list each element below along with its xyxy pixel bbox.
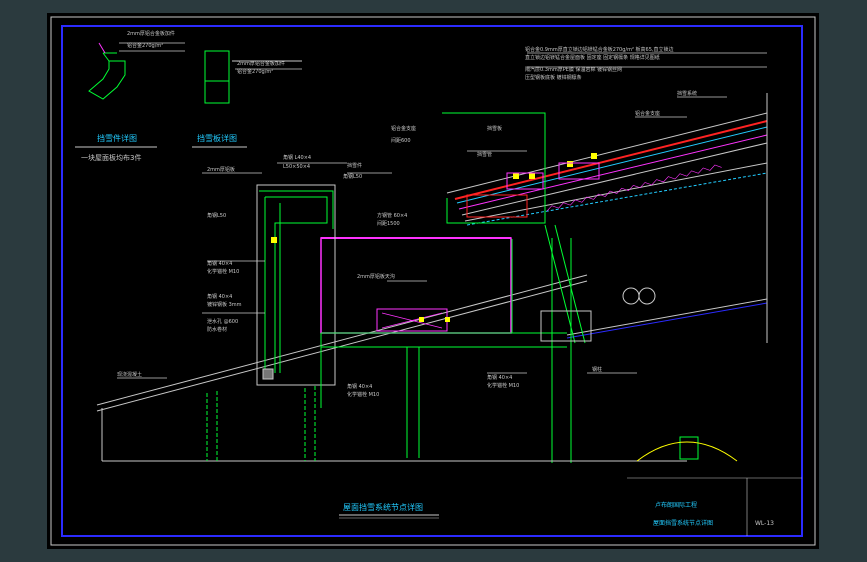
svg-text:角钢 40×4: 角钢 40×4 bbox=[207, 293, 232, 300]
snow-plate-detail bbox=[204, 50, 302, 104]
svg-text:角钢 40×4: 角钢 40×4 bbox=[347, 383, 372, 390]
parapet bbox=[256, 184, 567, 458]
snow-bracket-detail bbox=[88, 42, 126, 100]
svg-text:2mm厚铝合金板加件: 2mm厚铝合金板加件 bbox=[237, 60, 285, 67]
svg-text:现浇混凝土: 现浇混凝土 bbox=[117, 371, 142, 378]
svg-text:化学锚栓 M10: 化学锚栓 M10 bbox=[487, 382, 519, 389]
svg-text:化学锚栓 M10: 化学锚栓 M10 bbox=[207, 268, 239, 275]
sheet-ref: WL-13 bbox=[755, 520, 774, 527]
svg-text:角钢 40×4: 角钢 40×4 bbox=[207, 260, 232, 267]
clip-outlines bbox=[466, 162, 600, 218]
detail-note: 一块屋面板均布3件 bbox=[81, 153, 141, 162]
drawing-sheet: 2mm厚铝合金板加件 铝合金270g/m² 2mm厚铝合金板加件 铝合金270g… bbox=[47, 13, 819, 549]
annotation-leaders bbox=[117, 52, 767, 379]
svg-text:角钢L50: 角钢L50 bbox=[343, 173, 362, 180]
sheet-name: 屋面挡雪系统节点详图 bbox=[653, 519, 713, 527]
lower-structure bbox=[101, 93, 768, 462]
svg-text:防水卷材: 防水卷材 bbox=[207, 326, 227, 333]
svg-text:铝合金0.9mm厚直立锁边铝镁锰合金板270g/m² 板高6: 铝合金0.9mm厚直立锁边铝镁锰合金板270g/m² 板高65,直立锁边 bbox=[525, 46, 674, 53]
svg-text:隔汽层0.3mm厚PE膜 保温岩棉 镀锌钢丝网: 隔汽层0.3mm厚PE膜 保温岩棉 镀锌钢丝网 bbox=[525, 66, 622, 73]
svg-text:2mm厚铝合金板加件: 2mm厚铝合金板加件 bbox=[127, 30, 175, 37]
svg-text:钢柱: 钢柱 bbox=[592, 366, 602, 373]
svg-text:镀锌钢板 3mm: 镀锌钢板 3mm bbox=[207, 301, 242, 308]
svg-text:方钢管 60×4: 方钢管 60×4 bbox=[377, 212, 407, 219]
svg-text:铝合金支座: 铝合金支座 bbox=[635, 110, 660, 117]
svg-text:L50×50×4: L50×50×4 bbox=[283, 164, 310, 170]
snow-clips bbox=[271, 153, 597, 322]
svg-text:铝合金270g/m²: 铝合金270g/m² bbox=[127, 42, 163, 49]
detail-leaders bbox=[119, 42, 302, 70]
svg-text:压型钢板底板 镀锌钢檩条: 压型钢板底板 镀锌钢檩条 bbox=[525, 74, 582, 81]
annotations: 铝合金0.9mm厚直立锁边铝镁锰合金板270g/m² 板高65,直立锁边 直立锁… bbox=[117, 46, 697, 398]
svg-text:间距1500: 间距1500 bbox=[377, 220, 400, 227]
roof-slope bbox=[96, 112, 768, 412]
svg-text:角钢 L40×4: 角钢 L40×4 bbox=[283, 154, 311, 161]
svg-text:挡雪板: 挡雪板 bbox=[487, 125, 502, 132]
small-annotations: 2mm厚铝合金板加件 铝合金270g/m² 2mm厚铝合金板加件 铝合金270g… bbox=[127, 30, 285, 75]
svg-text:挡雪件: 挡雪件 bbox=[347, 162, 362, 169]
svg-text:角钢 40×4: 角钢 40×4 bbox=[487, 374, 512, 381]
detail-title-2: 挡雪板详图 bbox=[197, 133, 237, 143]
drawing-canvas: 2mm厚铝合金板加件 铝合金270g/m² 2mm厚铝合金板加件 铝合金270g… bbox=[50, 16, 816, 546]
insulation-hatch bbox=[546, 164, 722, 212]
svg-text:挡雪管: 挡雪管 bbox=[477, 151, 492, 158]
svg-text:2mm厚铝板天沟: 2mm厚铝板天沟 bbox=[357, 273, 395, 280]
inner-border bbox=[61, 25, 803, 537]
gutter bbox=[320, 237, 512, 334]
svg-text:挡雪系统: 挡雪系统 bbox=[677, 90, 697, 97]
svg-text:间距600: 间距600 bbox=[391, 137, 411, 144]
svg-text:泄水孔 @600: 泄水孔 @600 bbox=[207, 318, 238, 325]
main-title: 屋面挡雪系统节点详图 bbox=[343, 502, 423, 512]
gutter-support bbox=[442, 112, 592, 463]
outer-border bbox=[50, 16, 816, 546]
svg-text:化学锚栓 M10: 化学锚栓 M10 bbox=[347, 391, 379, 398]
project-name: 卢布朗国际工程 bbox=[655, 501, 697, 509]
svg-text:直立锁边铝镁锰合金屋面板 固定座 固定钢檩条 规格详见图纸: 直立锁边铝镁锰合金屋面板 固定座 固定钢檩条 规格详见图纸 bbox=[525, 54, 660, 61]
svg-text:角钢L50: 角钢L50 bbox=[207, 212, 226, 219]
svg-text:2mm厚铝板: 2mm厚铝板 bbox=[207, 166, 235, 173]
svg-text:铝合金270g/m²: 铝合金270g/m² bbox=[237, 68, 273, 75]
svg-text:铝合金支座: 铝合金支座 bbox=[391, 125, 416, 132]
detail-title-1: 挡雪件详图 bbox=[97, 133, 137, 143]
